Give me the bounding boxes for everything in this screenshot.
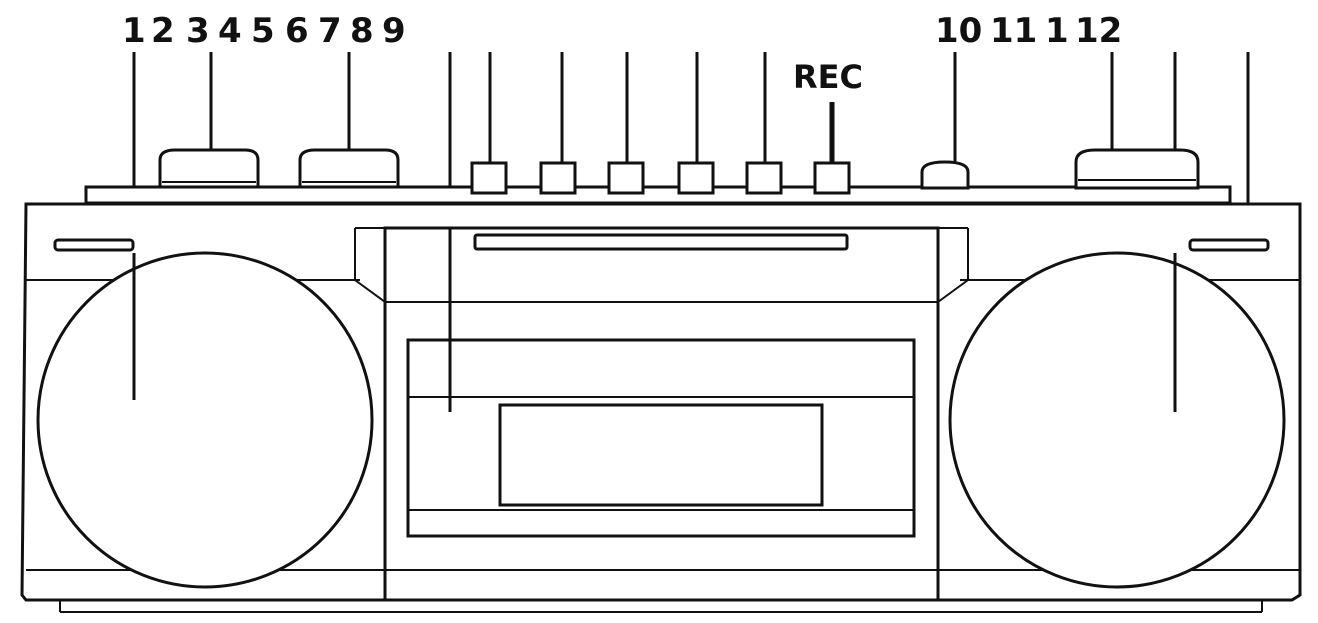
key-button-4[interactable] [677, 161, 715, 195]
volume-knob-body [158, 148, 260, 189]
label-10: 10 [935, 11, 982, 51]
key-button-2[interactable] [539, 161, 577, 195]
label-8: 8 [350, 11, 374, 51]
label-4: 4 [218, 11, 242, 51]
key-button-5[interactable] [745, 161, 783, 195]
top-plate [84, 185, 1232, 205]
volume-knob[interactable] [158, 148, 260, 189]
label-2: 2 [151, 11, 175, 51]
cassette-housing-left-bevel [354, 228, 386, 303]
label-1-second: 1 [1045, 11, 1069, 51]
label-12: 12 [1075, 11, 1122, 51]
tone-knob[interactable] [298, 148, 400, 189]
label-rec: REC [793, 58, 863, 96]
small-knob[interactable] [920, 160, 970, 190]
cd-slot[interactable] [473, 233, 849, 251]
label-1: 1 [122, 11, 146, 51]
label-11: 11 [990, 11, 1037, 51]
label-3: 3 [186, 11, 210, 51]
cassette-window [498, 403, 824, 507]
key-button-1[interactable] [470, 161, 508, 195]
tone-knob-body [298, 148, 400, 189]
cassette-housing [383, 226, 940, 602]
label-6: 6 [285, 11, 309, 51]
rec-button[interactable] [813, 161, 851, 195]
tuning-knob[interactable] [1074, 148, 1200, 190]
cassette-door[interactable] [406, 338, 916, 538]
cassette-housing-right-bevel [937, 228, 969, 303]
right-speaker [948, 251, 1286, 589]
label-7: 7 [318, 11, 342, 51]
tuning-knob-body [1074, 148, 1200, 190]
left-speaker [36, 251, 374, 589]
right-handle-slot [1188, 238, 1270, 252]
left-handle-slot [53, 238, 135, 252]
key-button-3[interactable] [607, 161, 645, 195]
label-9: 9 [382, 11, 406, 51]
label-5: 5 [251, 11, 275, 51]
